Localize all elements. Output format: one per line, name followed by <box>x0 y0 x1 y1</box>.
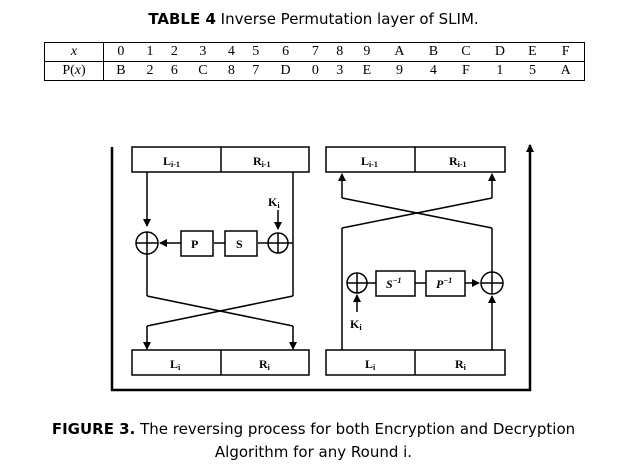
px-cell: C <box>186 61 220 81</box>
table-caption-label: TABLE 4 <box>148 10 216 28</box>
px-cell: 2 <box>137 61 163 81</box>
outer-frame <box>110 144 534 392</box>
left-bot-r-label: Ri <box>259 357 271 372</box>
left-key-label: Ki <box>268 195 280 210</box>
right-bot-r-label: Ri <box>455 357 467 372</box>
table-caption-text: Inverse Permutation layer of SLIM. <box>220 10 479 28</box>
px-cell: F <box>449 61 483 81</box>
figure-caption: FIGURE 3. The reversing process for both… <box>0 418 627 464</box>
right-key-label: Ki <box>350 317 362 332</box>
px-cell: 8 <box>219 61 244 81</box>
right-xor-main <box>480 271 504 295</box>
left-top-r-label: Ri-1 <box>253 154 271 169</box>
right-sinv-label: S−1 <box>386 276 402 291</box>
left-s-box <box>224 230 258 257</box>
left-xor-key <box>267 232 289 254</box>
px-cell: D <box>267 61 304 81</box>
figure-caption-line1: FIGURE 3. The reversing process for both… <box>0 418 627 441</box>
right-pinv-label: P−1 <box>436 276 452 291</box>
px-header-pre: P( <box>62 63 75 78</box>
px-cell: E <box>351 61 382 81</box>
px-cell: 1 <box>482 61 518 81</box>
px-cell: 4 <box>417 61 450 81</box>
figure-caption-line2: Algorithm for any Round i. <box>214 443 413 461</box>
px-cell: 9 <box>381 61 418 81</box>
row-header-px: P(x) <box>44 61 104 81</box>
right-diagram: Li-1 Ri-1 Li Ri Ki S−1 P−1 <box>325 146 506 376</box>
left-diagram: Li-1 Ri-1 Li Ri Ki S P <box>131 146 310 376</box>
figure-caption-label: FIGURE 3. <box>51 420 136 438</box>
right-top-l-label: Li-1 <box>361 154 378 169</box>
left-s-label: S <box>236 237 243 251</box>
px-header-var: x <box>74 63 81 78</box>
left-xor-main <box>135 231 159 255</box>
left-p-box <box>180 230 214 257</box>
px-cell: A <box>547 61 586 81</box>
px-cell: 7 <box>243 61 268 81</box>
left-top-l-label: Li-1 <box>163 154 180 169</box>
px-header-post: ) <box>81 63 86 78</box>
px-cell: 0 <box>303 61 328 81</box>
left-bot-l-label: Li <box>170 357 181 372</box>
px-cell: B <box>103 61 138 81</box>
right-top-r-label: Ri-1 <box>449 154 467 169</box>
px-cell: 5 <box>517 61 548 81</box>
px-cell: 6 <box>162 61 187 81</box>
right-pinv-box <box>425 270 466 297</box>
right-xor-key <box>346 272 368 294</box>
px-cell: 3 <box>327 61 352 81</box>
table-caption: TABLE 4 Inverse Permutation layer of SLI… <box>0 10 627 28</box>
right-bot-l-label: Li <box>365 357 376 372</box>
figure-caption-text: The reversing process for both Encryptio… <box>140 420 576 438</box>
left-p-label: P <box>191 237 198 251</box>
